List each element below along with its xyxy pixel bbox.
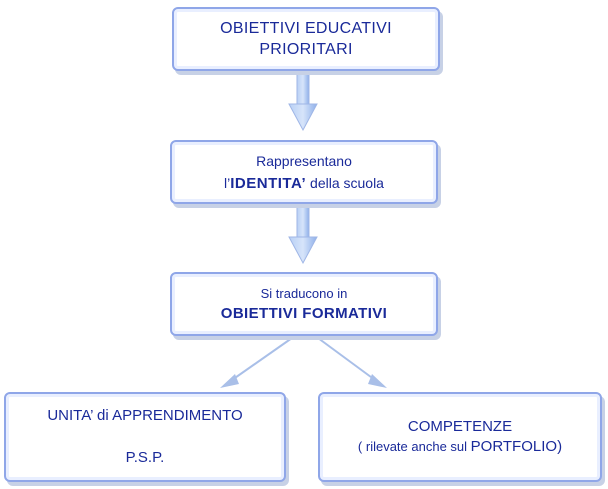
box-identity: Rappresentano l’IDENTITA’ della scuola [170,140,438,204]
arrow-down-2 [288,206,318,265]
arrow-down-1 [288,73,318,132]
arrow-left-diagonal [220,337,293,388]
box2-emph: IDENTITA’ [230,174,307,192]
box2-line2: l’IDENTITA’ della scuola [224,172,384,195]
box3-line2: OBIETTIVI FORMATIVI [220,304,388,322]
box2-suffix: della scuola [306,174,384,191]
box5-line2: ( rilevate anche sul PORTFOLIO) [358,437,562,457]
box4-line1: UNITA’ di APPRENDIMENTO [47,407,243,424]
box-learning-units: UNITA’ di APPRENDIMENTO P.S.P. [4,392,286,482]
box5-line1: COMPETENZE [407,418,513,435]
box3-line1: Si traducono in [260,285,348,301]
box1-line1: OBIETTIVI EDUCATIVI [220,20,392,37]
box2-prefix: l’ [224,174,231,191]
arrow-right-diagonal [317,337,387,388]
box5-prefix: ( rilevate anche sul [357,439,471,454]
box2-line1: Rappresentano [256,152,352,169]
box1-line2: PRIORITARI [259,41,353,58]
box-competences: COMPETENZE ( rilevate anche sul PORTFOLI… [318,392,602,482]
box4-line2: P.S.P. [125,449,165,466]
box5-suffix: ) [557,438,563,455]
box-formative-objectives: Si traducono in OBIETTIVI FORMATIVI [170,272,438,336]
box-educational-objectives: OBIETTIVI EDUCATIVI PRIORITARI [172,7,440,71]
box5-emph: PORTFOLIO [470,438,558,455]
